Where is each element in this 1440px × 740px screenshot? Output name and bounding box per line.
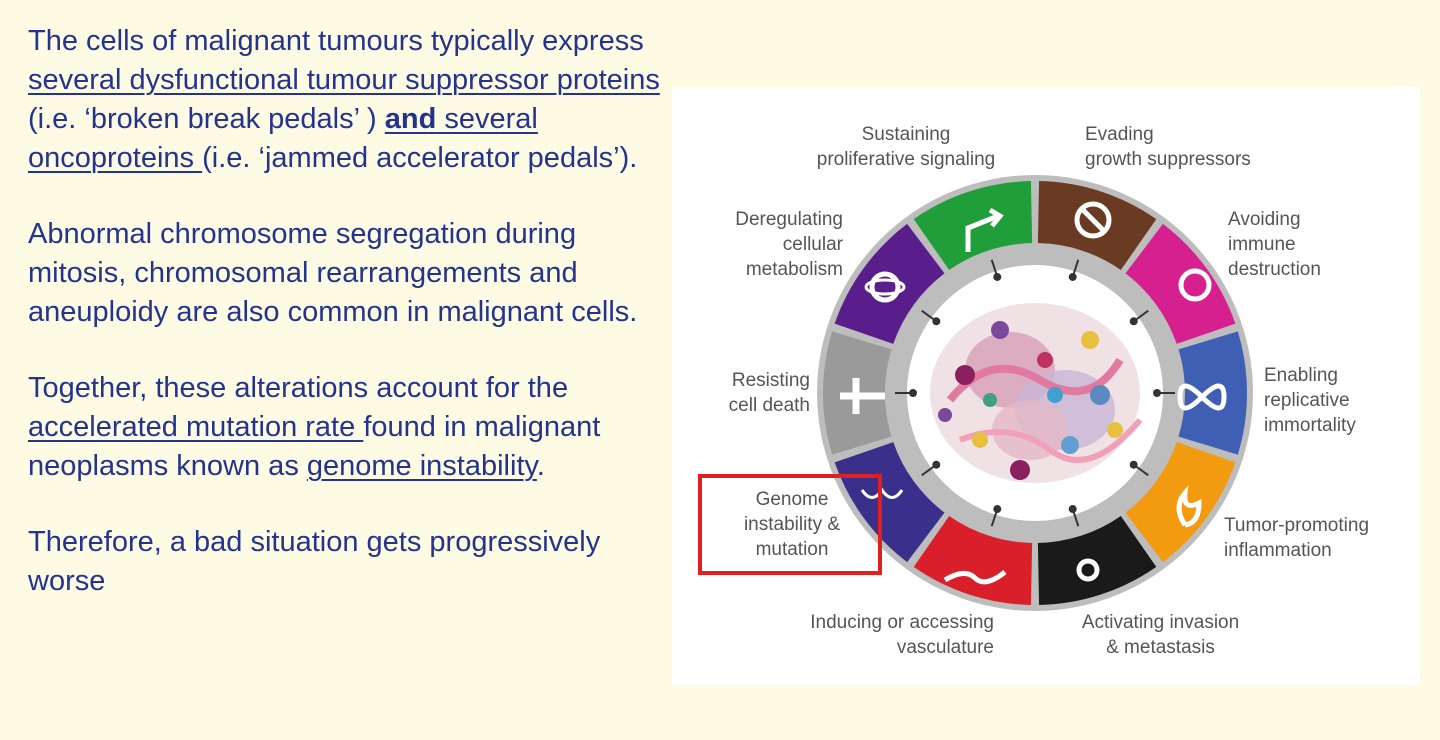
label-evading: Evading growth suppressors (1085, 124, 1251, 170)
arrowhead-icon (909, 389, 917, 397)
label-inducing: Inducing or accessing vasculature (810, 612, 994, 658)
label-activating: Activating invasion & metastasis (1081, 612, 1240, 658)
genome-instability-link: genome instability (306, 450, 537, 482)
label-resisting: Resisting cell death (728, 370, 810, 416)
arrowhead-icon (993, 505, 1002, 514)
label-sustaining: Sustaining proliferative signaling (816, 124, 996, 170)
label-avoiding: Avoiding immune destruction (1228, 209, 1321, 280)
p1-text-c: (i.e. ‘broken break pedals’ ) (28, 103, 385, 135)
segment-genome (834, 442, 945, 563)
vessel-icon (943, 570, 1007, 585)
paragraph-alterations: Together, these alterations account for … (28, 369, 668, 486)
oncoproteins-link: several oncoproteins (28, 103, 538, 174)
slide-text: The cells of malignant tumours typically… (28, 22, 668, 638)
segment-enabling (1178, 331, 1247, 455)
label-genome-instability: Genome instability & mutation (743, 489, 841, 560)
p3-text-a: Together, these alterations account for … (28, 372, 569, 404)
arrowhead-icon (1068, 505, 1077, 514)
immune-cell-icon (1178, 268, 1212, 302)
stop-slash-icon (1080, 207, 1106, 233)
arrowhead-icon (1068, 272, 1077, 281)
label-tumor-promoting: Tumor-promoting inflammation (1224, 515, 1370, 561)
infinity-icon (1177, 383, 1227, 411)
segment-activating (1037, 516, 1157, 605)
segment-deregulating (834, 223, 945, 344)
stop-sign-icon (1074, 201, 1112, 239)
p3-text-e: . (536, 450, 545, 482)
arrowhead-icon (932, 460, 941, 469)
flame-icon (1176, 485, 1202, 528)
mutation-rate-link: accelerated mutation rate (28, 411, 364, 443)
arrowhead-icon (932, 317, 941, 326)
arrowhead-icon (993, 272, 1002, 281)
genome-instability-highlight (698, 474, 882, 575)
paragraph-conclusion: Therefore, a bad situation gets progress… (28, 526, 601, 597)
tumour-illustration (930, 303, 1143, 483)
arrowhead-icon (1129, 460, 1138, 469)
atom-orbit-icon (864, 278, 906, 296)
arrowhead-icon (1153, 389, 1161, 397)
paragraph-malignant-cells: The cells of malignant tumours typically… (28, 22, 668, 178)
proliferation-arrowhead-icon (988, 207, 1004, 228)
invasion-cell-icon (1076, 558, 1100, 582)
label-enabling: Enabling replicative immortality (1264, 365, 1356, 436)
proliferation-arrow-icon (965, 213, 999, 252)
tumour-suppressor-link: several dysfunctional tumour suppressor … (28, 64, 660, 96)
paragraph-chromosome: Abnormal chromosome segregation during m… (28, 218, 638, 328)
p1-text-a: The cells of malignant tumours typically… (28, 25, 644, 57)
p1-and-bold: and (384, 103, 437, 135)
segment-icons (840, 201, 1227, 585)
label-deregulating: Deregulating cellular metabolism (735, 209, 843, 280)
dna-icon (860, 487, 904, 499)
segment-inducing (913, 516, 1033, 605)
p3-text-c: found in malignant neoplasms known as (28, 411, 601, 482)
p1-text-f: (i.e. ‘jammed accelerator pedals’). (202, 142, 638, 174)
atom-icon (869, 271, 901, 303)
arrowhead-icon (1129, 317, 1138, 326)
